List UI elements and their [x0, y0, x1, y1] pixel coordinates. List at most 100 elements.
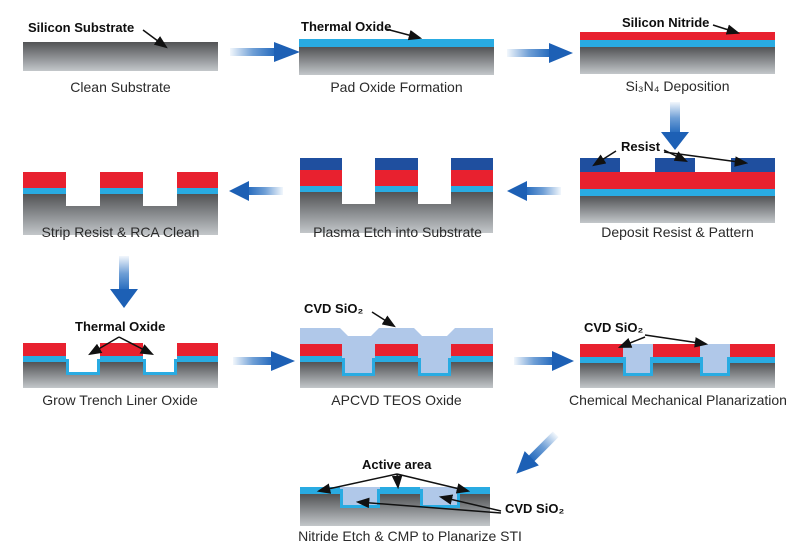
- etched-trench: [418, 192, 451, 204]
- nitride-layer: [580, 344, 775, 357]
- liner-oxide: [377, 489, 380, 508]
- liner-oxide: [372, 358, 375, 376]
- pad-oxide-layer: [299, 39, 494, 47]
- silicon-substrate-layer: [300, 494, 490, 526]
- nitride-layer: [100, 172, 143, 188]
- silicon-substrate-layer: [23, 194, 218, 235]
- silicon-substrate-layer: [23, 362, 218, 388]
- flow-arrow-left-icon: [229, 181, 283, 201]
- flow-arrow-right-icon: [507, 43, 573, 63]
- step-caption-deposit-resist: Deposit Resist & Pattern: [601, 224, 754, 240]
- annotation-label-thermal-oxide: Thermal Oxide: [301, 19, 392, 34]
- liner-oxide: [418, 373, 451, 376]
- pad-oxide-layer: [177, 356, 218, 362]
- annotation-label-cvd-sio2: CVD SiO₂: [584, 320, 644, 335]
- nitride-layer: [23, 343, 66, 356]
- pad-oxide-layer: [451, 356, 493, 362]
- cvd-trench-fill: [418, 344, 451, 376]
- nitride-layer: [580, 172, 775, 189]
- silicon-substrate-layer: [300, 192, 493, 233]
- nitride-layer: [300, 170, 342, 186]
- pad-oxide-layer: [580, 40, 775, 47]
- liner-oxide: [143, 359, 146, 375]
- pad-oxide-layer: [23, 188, 66, 194]
- cvd-trench-fill: [623, 344, 653, 376]
- pad-oxide-layer: [300, 186, 342, 192]
- liner-oxide: [700, 357, 703, 376]
- cvd-trench-fill: [342, 344, 375, 376]
- resist-block: [580, 158, 620, 172]
- liner-oxide: [650, 357, 653, 376]
- pad-oxide-layer: [23, 356, 66, 362]
- trench-opening: [143, 356, 177, 372]
- annotation-label-thermal-oxide-liner: Thermal Oxide: [75, 319, 166, 334]
- flow-arrow-diagonal-icon: [516, 431, 559, 474]
- liner-oxide: [342, 358, 345, 376]
- silicon-substrate-layer: [580, 196, 775, 223]
- liner-oxide: [340, 489, 343, 508]
- step-caption-cmp: Chemical Mechanical Planarization: [569, 392, 787, 408]
- pad-oxide-layer: [100, 356, 143, 362]
- annotation-label-silicon-substrate: Silicon Substrate: [28, 20, 135, 35]
- silicon-substrate-layer: [300, 362, 493, 388]
- etched-trench: [143, 194, 177, 206]
- liner-oxide: [97, 359, 100, 375]
- liner-oxide: [448, 358, 451, 376]
- liner-oxide: [340, 505, 380, 508]
- liner-oxide: [623, 373, 653, 376]
- pad-oxide-layer: [451, 186, 493, 192]
- flow-arrow-down-icon: [110, 256, 138, 308]
- flow-arrow-right-icon: [514, 351, 574, 371]
- silicon-substrate-layer: [23, 42, 218, 71]
- pad-oxide-layer: [100, 188, 143, 194]
- annotation-arrow: [391, 473, 403, 490]
- flow-arrow-right-icon: [230, 42, 300, 62]
- resist-block: [375, 158, 418, 170]
- liner-oxide: [418, 358, 421, 376]
- pad-oxide-layer: [375, 356, 418, 362]
- cvd-oxide-top-surface: [300, 328, 493, 344]
- pad-oxide-layer: [375, 186, 418, 192]
- annotation-arrow: [644, 334, 709, 348]
- cvd-trench-fill: [700, 344, 730, 376]
- liner-oxide: [420, 505, 460, 508]
- silicon-substrate-layer: [580, 47, 775, 74]
- annotation-label-resist: Resist: [621, 139, 661, 154]
- nitride-layer: [23, 172, 66, 188]
- nitride-layer: [177, 343, 218, 356]
- pad-oxide-layer: [460, 487, 490, 494]
- liner-oxide: [174, 359, 177, 375]
- annotation-label-cvd-sio2: CVD SiO₂: [505, 501, 565, 516]
- pad-oxide-layer: [580, 357, 775, 363]
- liner-oxide: [700, 373, 730, 376]
- resist-block: [300, 158, 342, 170]
- step-caption-trench-liner: Grow Trench Liner Oxide: [42, 392, 198, 408]
- etched-trench: [66, 194, 100, 206]
- annotation-label-active-area: Active area: [362, 457, 432, 472]
- nitride-layer: [451, 170, 493, 186]
- step-caption-plasma-etch: Plasma Etch into Substrate: [313, 224, 482, 240]
- pad-oxide-layer: [300, 487, 340, 494]
- resist-block: [731, 158, 775, 172]
- pad-oxide-layer: [580, 189, 775, 196]
- pad-oxide-layer: [300, 356, 342, 362]
- step-caption-pad-oxide: Pad Oxide Formation: [330, 79, 463, 95]
- step-caption-apcvd: APCVD TEOS Oxide: [331, 392, 462, 408]
- etched-trench: [342, 192, 375, 204]
- pad-oxide-layer: [177, 188, 218, 194]
- step-caption-nitride: Si₃N₄ Deposition: [625, 78, 730, 94]
- flow-arrow-left-icon: [507, 181, 561, 201]
- flow-arrow-right-icon: [233, 351, 295, 371]
- nitride-layer: [177, 172, 218, 188]
- step-caption-sti: Nitride Etch & CMP to Planarize STI: [298, 528, 522, 544]
- nitride-layer: [100, 343, 143, 356]
- resist-block: [655, 158, 695, 172]
- annotation-label-silicon-nitride: Silicon Nitride: [622, 15, 710, 30]
- nitride-layer: [375, 170, 418, 186]
- nitride-layer: [580, 32, 775, 40]
- step-caption-strip-resist: Strip Resist & RCA Clean: [41, 224, 200, 240]
- liner-oxide: [342, 373, 375, 376]
- flow-arrow-down-icon: [661, 102, 689, 150]
- liner-oxide: [727, 357, 730, 376]
